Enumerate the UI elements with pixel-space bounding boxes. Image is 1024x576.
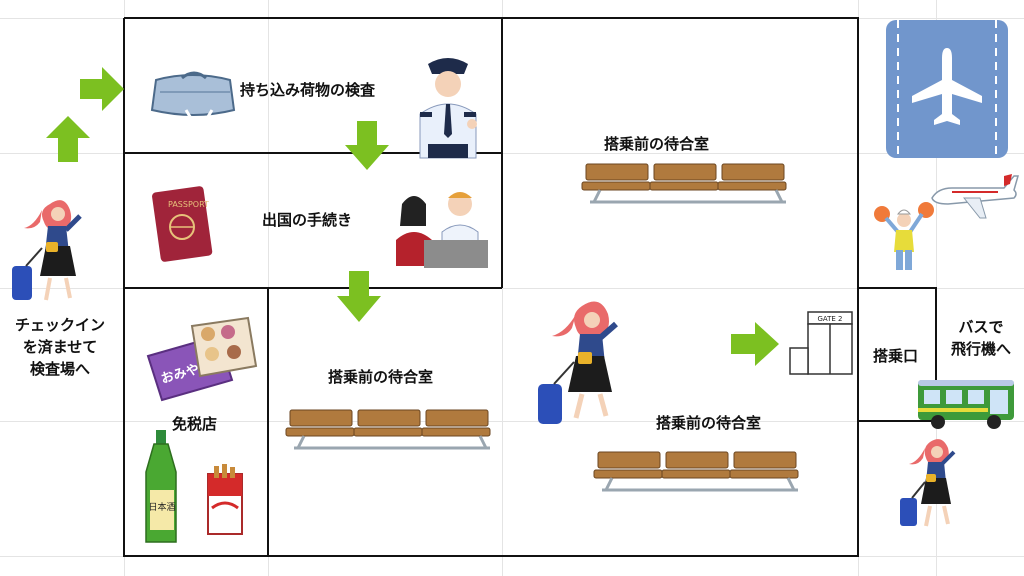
sake-label: 日本酒 (148, 501, 175, 513)
gate-sign: GATE 2 (817, 315, 842, 323)
room-label-boarding-gate: 搭乗口 (873, 347, 919, 365)
traveler-icon (538, 301, 618, 424)
cigarettes-icon (207, 464, 243, 535)
souvenir-icon: おみやげ (146, 316, 258, 402)
checkin-note-line: チェックイン (14, 316, 105, 334)
immigration-officer-icon (396, 192, 488, 268)
passport-icon: PASSPORT (152, 186, 213, 262)
bag-icon (150, 71, 236, 122)
airplane-icon (931, 174, 1019, 219)
checkin-note-line: を済ませて (22, 338, 98, 356)
room-label-waiting: 搭乗前の待合室 (604, 135, 710, 153)
room-label-waiting: 搭乗前の待合室 (328, 368, 434, 386)
traveler-icon (12, 200, 82, 301)
traveler-icon (900, 439, 956, 527)
bus-icon (918, 380, 1014, 429)
room-label-security: 持ち込み荷物の検査 (240, 81, 376, 99)
runway-icon (886, 20, 1008, 158)
ground-crew-icon (874, 202, 934, 270)
room-label-waiting: 搭乗前の待合室 (656, 414, 762, 432)
arrow-down (337, 271, 381, 322)
checkin-note-line: 検査場へ (29, 360, 90, 378)
arrow-up (46, 116, 90, 162)
bus-note-line: バスで (958, 318, 1004, 336)
room-label-immigration: 出国の手続き (262, 211, 353, 229)
security-officer-icon (419, 58, 477, 159)
gate-icon: GATE 2 (789, 311, 853, 375)
bench-icon (285, 409, 491, 450)
passport-label: PASSPORT (168, 200, 209, 209)
room-label-duty-free: 免税店 (172, 415, 218, 433)
arrow-right (80, 67, 124, 111)
checkin-note: チェックイン を済ませて 検査場へ (0, 314, 120, 380)
bench-icon (581, 163, 787, 204)
bus-note: バスで 飛行機へ (938, 316, 1024, 360)
bench-icon (593, 451, 799, 492)
arrow-down (345, 121, 389, 170)
bus-note-line: 飛行機へ (950, 340, 1011, 358)
arrow-right (731, 322, 779, 366)
sake-icon: 日本酒 (145, 430, 177, 543)
